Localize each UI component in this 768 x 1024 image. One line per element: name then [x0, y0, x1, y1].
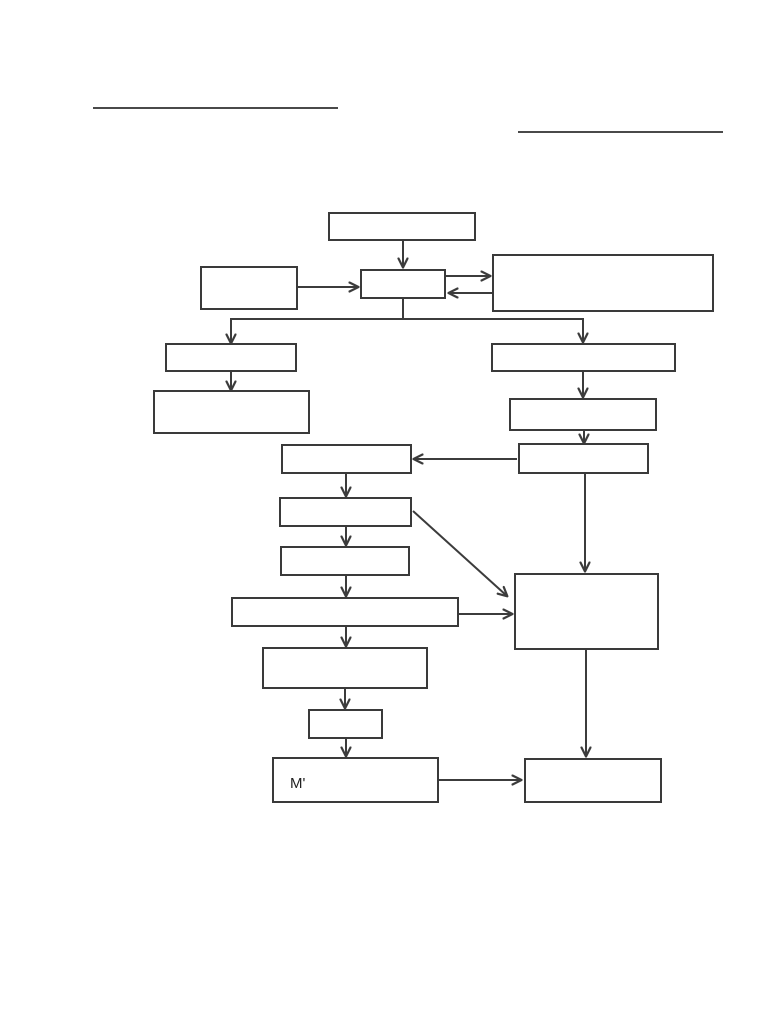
- flow-box-left-input: [200, 266, 298, 310]
- flow-box-mid-small: [308, 709, 383, 739]
- flow-arrow-mid2-to-collector: [412, 510, 507, 596]
- flow-box-final: [524, 758, 662, 803]
- flow-box-branch-right-1: [491, 343, 676, 372]
- flow-box-branch-right-2: [509, 398, 657, 431]
- flow-box-m-prime: [272, 757, 439, 803]
- flow-box-mid-4: [262, 647, 428, 689]
- flow-box-right-wide: [492, 254, 714, 312]
- flow-box-m-prime-label: M': [290, 775, 305, 792]
- flow-boxes-layer: M': [153, 212, 714, 803]
- flow-box-mid-1: [281, 444, 412, 474]
- heading-rules-layer: [93, 107, 723, 133]
- flow-box-collector: [514, 573, 659, 650]
- flow-arrow-hub-split-left: [231, 299, 404, 343]
- flow-box-branch-left-2: [153, 390, 310, 434]
- flow-box-branch-right-3: [518, 443, 649, 474]
- flow-arrow-hub-split-right: [403, 318, 583, 342]
- flow-box-mid-2: [279, 497, 412, 527]
- flow-arrows-layer: [231, 240, 586, 780]
- flow-box-center-hub: [360, 269, 446, 299]
- flow-box-branch-left-1: [165, 343, 297, 372]
- flow-box-top: [328, 212, 476, 241]
- flow-box-mid-wide: [231, 597, 459, 627]
- flow-box-mid-3: [280, 546, 410, 576]
